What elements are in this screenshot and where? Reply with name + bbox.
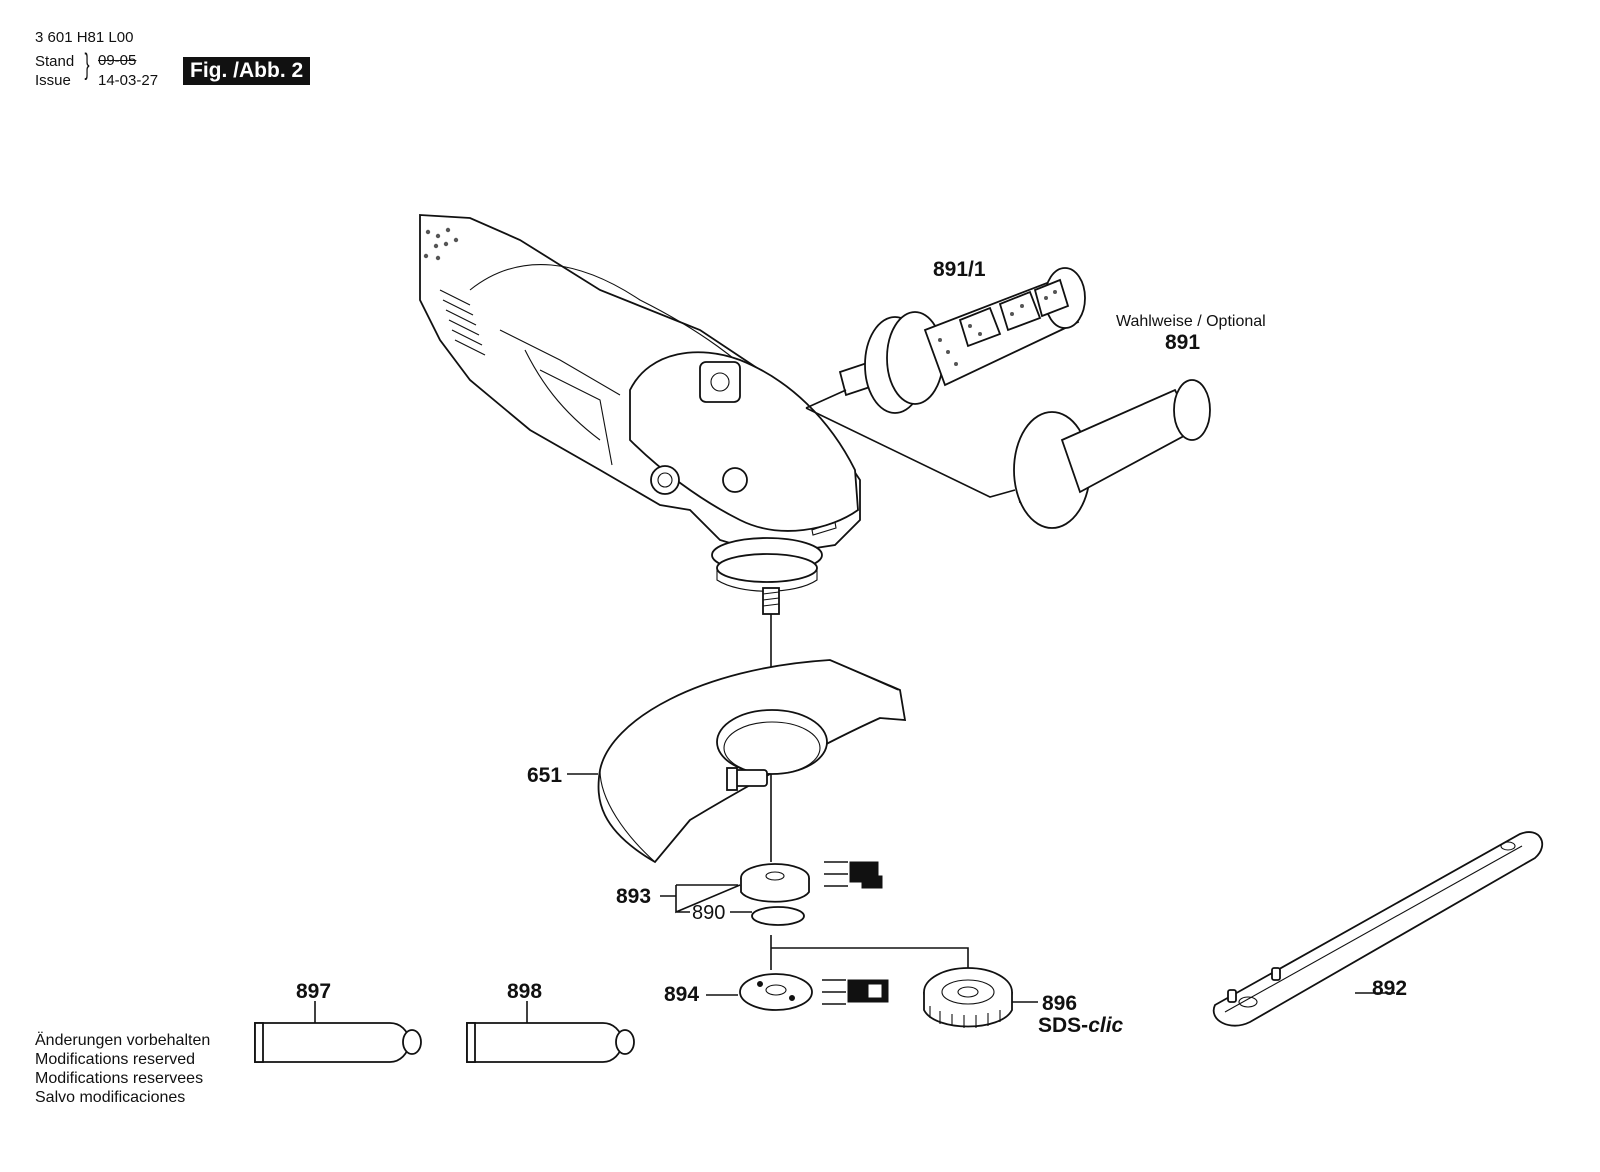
stand-label: Stand xyxy=(35,53,75,70)
callout-894: 894 xyxy=(664,983,699,1006)
optional-note: Wahlweise / Optional xyxy=(1116,313,1266,330)
nut-orientation-symbol xyxy=(822,979,889,1005)
air-vents xyxy=(439,289,486,356)
clamping-nut-894 xyxy=(706,973,889,1011)
grease-tube-898 xyxy=(466,1001,635,1063)
handle-thread-socket xyxy=(650,465,680,495)
figure-label: Fig. /Abb. 2 xyxy=(183,57,311,85)
callout-897: 897 xyxy=(296,980,331,1003)
note-line: Modifications reserved xyxy=(35,1051,196,1068)
modification-notes: Änderungen vorbehalten Modifications res… xyxy=(35,1031,210,1107)
grip-texture xyxy=(423,227,459,261)
angle-grinder-body xyxy=(419,214,861,615)
callout-896: 896 xyxy=(1042,992,1077,1015)
callout-891-1: 891/1 xyxy=(933,258,986,281)
grease-tube-897 xyxy=(254,1001,422,1063)
callout-892: 892 xyxy=(1372,977,1407,1000)
callout-651: 651 xyxy=(527,764,562,787)
two-pin-spanner-892 xyxy=(1212,831,1544,1027)
spindle-lock-button xyxy=(699,361,741,403)
issue-date: 14-03-27 xyxy=(98,72,159,89)
vibration-handle-891-1 xyxy=(805,267,1086,414)
sds-clic-brand: SDS-clic xyxy=(1038,1014,1124,1037)
note-line: Modifications reservees xyxy=(35,1070,204,1087)
callout-898: 898 xyxy=(507,980,542,1003)
note-line: Änderungen vorbehalten xyxy=(35,1032,211,1049)
auxiliary-handle-891 xyxy=(805,379,1211,529)
issue-label: Issue xyxy=(35,72,71,89)
stand-date: 09-05 xyxy=(98,52,137,69)
quick-clamping-nut-896 xyxy=(923,967,1038,1028)
brace-symbol: } xyxy=(84,48,90,81)
grip-dots xyxy=(938,290,1057,366)
protective-guard-651 xyxy=(567,659,907,864)
callout-891: 891 xyxy=(1165,331,1200,354)
document-number: 3 601 H81 L00 xyxy=(35,29,134,46)
note-line: Salvo modificaciones xyxy=(35,1089,186,1106)
guard-clamp-collar xyxy=(716,709,828,775)
flange-orientation-symbol xyxy=(824,861,883,889)
callout-893: 893 xyxy=(616,885,651,908)
clamping-flange-893 xyxy=(740,861,883,903)
callout-890: 890 xyxy=(692,902,725,924)
o-ring-890 xyxy=(751,906,805,926)
